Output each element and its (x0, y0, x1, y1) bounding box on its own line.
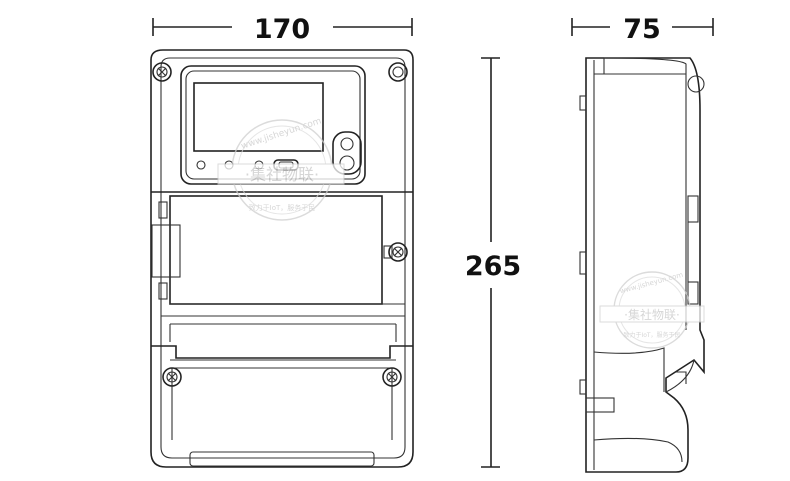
watermark-front: www.jisheyun.com ·集社物联· 致力于IoT，服务于民 (217, 116, 345, 221)
front-view (150, 49, 414, 468)
watermark-slogan-side: 致力于IoT，服务于民 (623, 331, 680, 339)
watermark-url: www.jisheyun.com (240, 116, 323, 151)
depth-dimension: 75 (571, 14, 714, 45)
height-dimension: 265 (465, 57, 521, 468)
watermark-brand-side: ·集社物联· (624, 307, 680, 322)
height-label: 265 (465, 251, 521, 282)
watermark-url-side: www.jisheyun.com (619, 271, 684, 296)
width-label: 170 (254, 14, 310, 45)
side-view (579, 57, 705, 473)
width-dimension: 170 (152, 14, 413, 45)
watermark-brand: ·集社物联· (245, 165, 319, 184)
depth-label: 75 (623, 14, 661, 45)
watermark-slogan: 致力于IoT，服务于民 (249, 203, 316, 212)
